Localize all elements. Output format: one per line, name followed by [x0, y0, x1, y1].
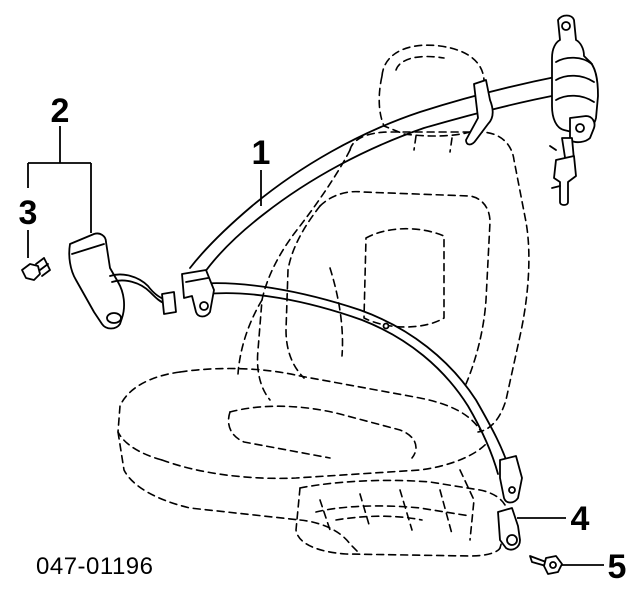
buckle-assembly [68, 232, 177, 330]
lap-belt-anchor [499, 455, 523, 504]
callout-5: 5 [608, 548, 627, 586]
leader-lines [27, 126, 604, 566]
anchor-bracket [497, 507, 521, 551]
anchor-bolt [529, 555, 563, 575]
seat-outline [117, 44, 530, 557]
diagram-code: 047-01196 [36, 553, 154, 580]
retractor-assembly [549, 14, 599, 206]
belt-latch-plate [181, 269, 215, 318]
callout-1: 1 [252, 134, 271, 172]
lap-belt-webbing [195, 282, 511, 475]
callout-2: 2 [51, 92, 70, 130]
shoulder-belt-webbing [189, 75, 563, 277]
callout-4: 4 [571, 500, 590, 538]
callout-3: 3 [19, 194, 38, 232]
buckle-bolt [21, 257, 51, 281]
